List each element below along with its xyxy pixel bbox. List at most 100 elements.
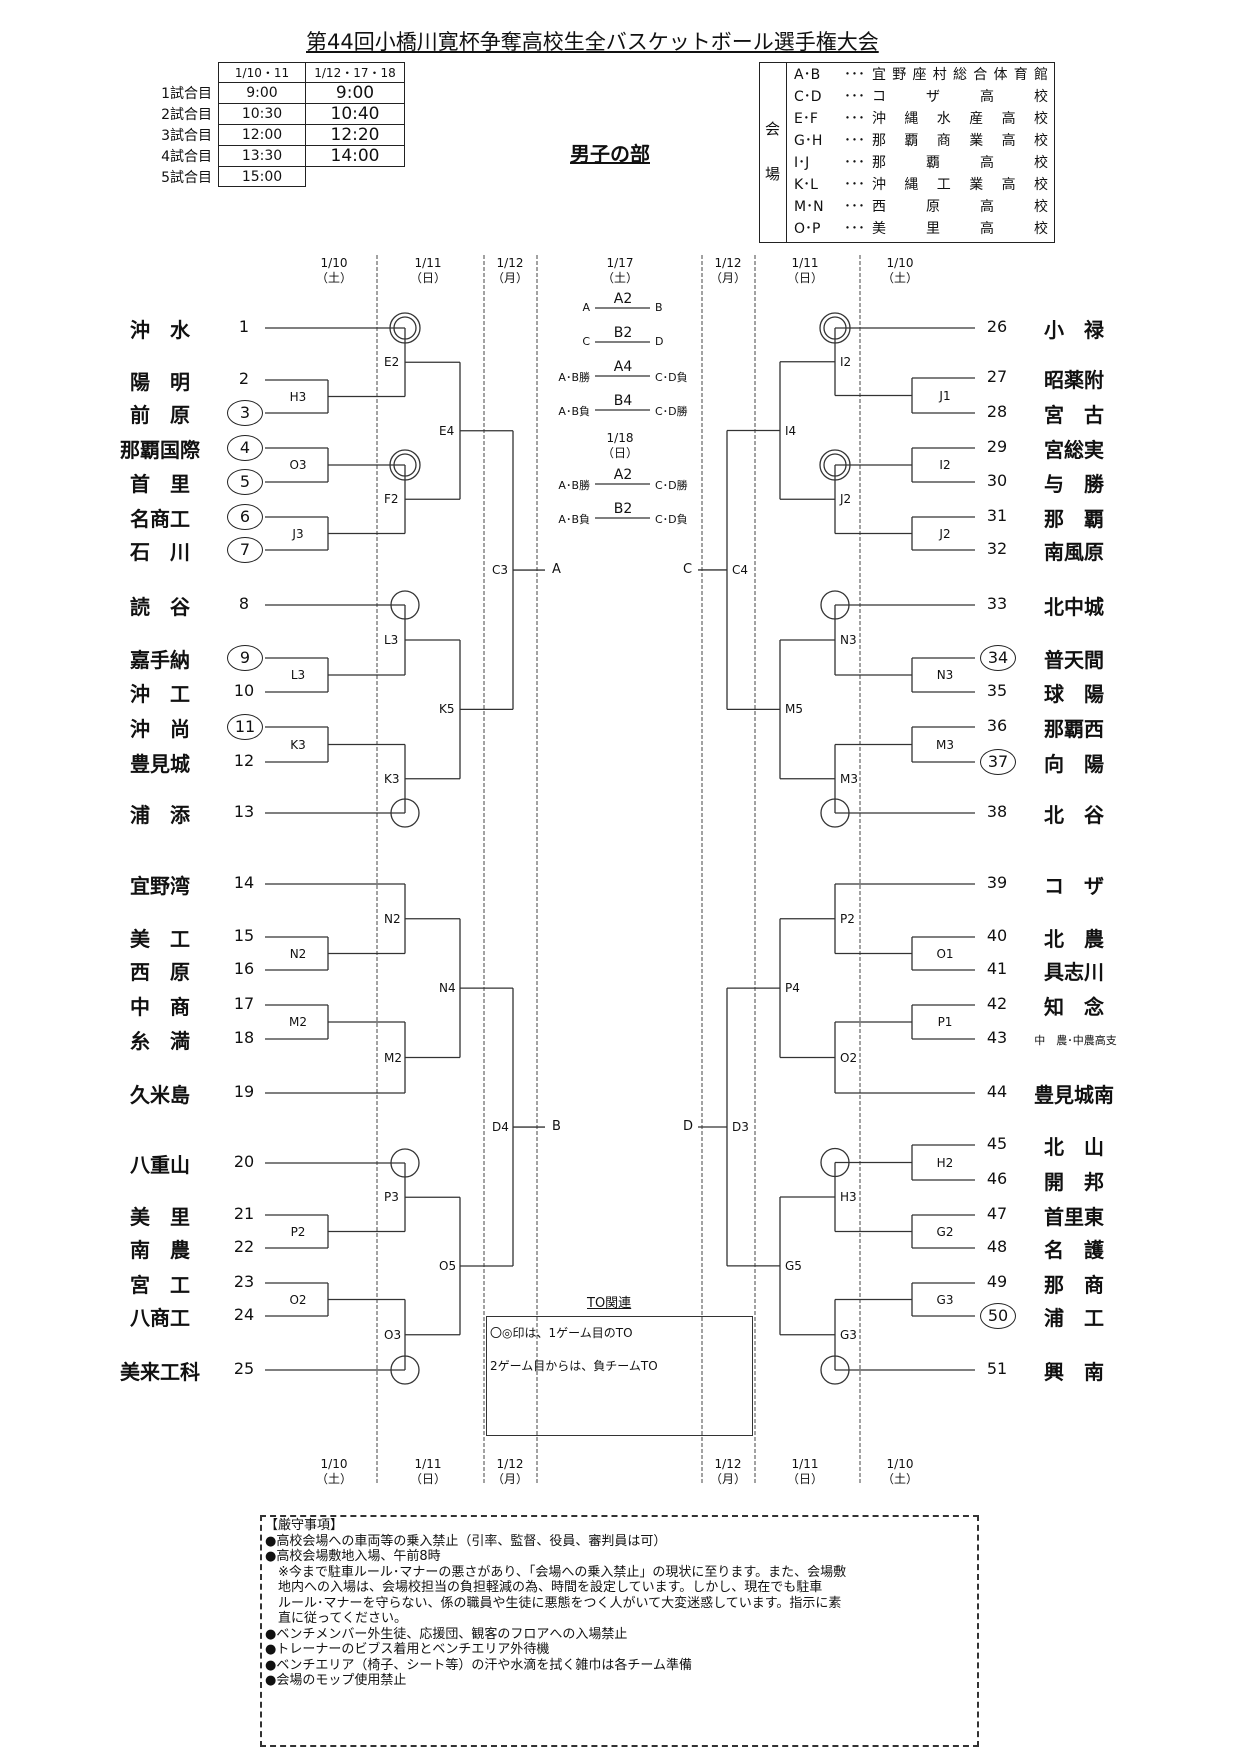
to-section-title: TO関連 xyxy=(587,1296,632,1311)
match-label: I2 xyxy=(939,458,951,472)
team-name-left: 美来工科 xyxy=(120,1360,200,1384)
match-label: H3 xyxy=(839,1190,858,1204)
team-seed-number: 10 xyxy=(233,681,255,700)
team-seed-number: 47 xyxy=(986,1204,1008,1223)
team-seed-number: 16 xyxy=(233,959,255,978)
date-header: 1/10 xyxy=(320,1457,348,1471)
team-seed-number: 31 xyxy=(986,506,1008,525)
team-seed-number: 24 xyxy=(233,1305,255,1324)
match-label: I2 xyxy=(839,354,853,369)
final-left-team: A･B勝 xyxy=(558,479,590,492)
venue-code: I･J xyxy=(794,155,810,171)
team-seed-number: 15 xyxy=(233,926,255,945)
match-label: J1 xyxy=(939,388,951,403)
double-circle-to-mark xyxy=(823,316,847,340)
team-name-left: 那覇国際 xyxy=(120,438,200,462)
match-label: P3 xyxy=(383,1190,400,1205)
final-slot-label: D xyxy=(683,1119,694,1134)
team-name-left: 八重山 xyxy=(130,1153,190,1177)
date-weekday: （月） xyxy=(709,1472,746,1486)
match-label: F2 xyxy=(383,492,400,507)
venue-row: C･D･･･コザ高校 xyxy=(794,86,1049,108)
finals-weekday: （土） xyxy=(601,271,638,285)
venue-code: C･D xyxy=(794,89,822,105)
venue-code: G･H xyxy=(794,133,823,149)
rules-box: 【厳守事項】 ●高校会場への車両等の乗入禁止（引率、監督、役員、審判員は可） ●… xyxy=(260,1515,979,1747)
match-label: G3 xyxy=(839,1327,858,1342)
team-seed-number: 4 xyxy=(227,435,263,461)
date-weekday: （日） xyxy=(786,1472,823,1486)
team-seed-number: 30 xyxy=(986,471,1008,490)
team-seed-number: 39 xyxy=(986,873,1008,892)
match-label: M2 xyxy=(383,1050,403,1065)
team-seed-number: 20 xyxy=(233,1152,255,1171)
team-name-left: 久米島 xyxy=(130,1083,190,1107)
rules-heading: 【厳守事項】 xyxy=(265,1518,344,1533)
circle-to-mark xyxy=(390,1148,420,1178)
team-seed-number: 33 xyxy=(986,594,1008,613)
team-name-right: 首里東 xyxy=(1044,1205,1104,1229)
match-label: O1 xyxy=(936,946,954,961)
team-name-right: 開 邦 xyxy=(1044,1170,1104,1194)
match-label: K3 xyxy=(383,771,401,786)
team-seed-number: 35 xyxy=(986,681,1008,700)
schedule-time: 12:00 xyxy=(218,124,306,146)
team-name-right: 昭薬附 xyxy=(1044,368,1104,392)
match-label: D4 xyxy=(491,1120,510,1135)
final-right-team: D xyxy=(655,335,664,348)
team-name-right: 南風原 xyxy=(1044,540,1104,564)
rule-line: ●トレーナーのビブス着用とベンチエリア外待機 xyxy=(265,1642,550,1657)
team-seed-number: 41 xyxy=(986,959,1008,978)
venue-dots: ･･･ xyxy=(844,111,865,127)
to-note: 〇◎印は、1ゲーム目のTO xyxy=(490,1326,633,1340)
venue-name: 西原高校 xyxy=(872,199,1048,215)
double-circle-to-mark xyxy=(819,449,851,481)
team-seed-number: 5 xyxy=(227,469,263,495)
date-weekday: （土） xyxy=(881,271,918,285)
team-name-right: 知 念 xyxy=(1044,995,1104,1019)
team-seed-number: 40 xyxy=(986,926,1008,945)
rule-line: ●ベンチメンバー外生徒、応援団、観客のフロアへの入場禁止 xyxy=(265,1626,628,1642)
circle-to-mark xyxy=(820,1147,850,1178)
team-name-left: 前 原 xyxy=(130,403,190,427)
double-circle-to-mark xyxy=(819,312,851,344)
date-header: 1/10 xyxy=(886,256,914,270)
team-seed-number: 17 xyxy=(233,994,255,1013)
team-name-right: 小 禄 xyxy=(1044,318,1104,342)
team-name-right: 北 農 xyxy=(1044,927,1104,951)
team-seed-number: 44 xyxy=(986,1082,1008,1101)
match-label: M3 xyxy=(839,771,859,786)
circle-to-mark xyxy=(820,590,850,620)
team-seed-number: 2 xyxy=(238,369,250,388)
team-name-left: 宮 工 xyxy=(130,1273,190,1297)
match-label: N3 xyxy=(936,668,954,682)
final-left-team: A･B負 xyxy=(558,405,590,418)
final-left-team: C xyxy=(582,335,590,348)
team-seed-number: 38 xyxy=(986,802,1008,821)
double-circle-to-mark xyxy=(389,312,421,344)
date-weekday: （土） xyxy=(881,1472,918,1486)
date-header: 1/10 xyxy=(886,1457,914,1471)
venue-code: M･N xyxy=(794,199,824,215)
final-slot-label: C xyxy=(683,561,693,577)
team-name-right: 那覇西 xyxy=(1044,717,1104,741)
team-name-left: 沖 尚 xyxy=(130,717,190,741)
team-name-right: 北 山 xyxy=(1044,1135,1104,1159)
venue-dots: ･･･ xyxy=(844,199,865,215)
team-name-right: 北中城 xyxy=(1044,595,1104,619)
team-name-left: 豊見城 xyxy=(130,752,190,776)
date-weekday: （日） xyxy=(409,271,446,285)
match-label: H2 xyxy=(936,1155,954,1170)
team-name-left: 陽 明 xyxy=(130,370,190,394)
venue-dots: ･･･ xyxy=(844,89,865,105)
team-seed-number: 21 xyxy=(233,1204,255,1223)
match-label: K3 xyxy=(290,737,306,752)
final-right-team: C･D勝 xyxy=(655,405,688,418)
final-game-code: B4 xyxy=(613,393,633,409)
final-game-code: A2 xyxy=(613,467,633,483)
to-note: 2ゲーム目からは、負チームTO xyxy=(490,1359,658,1373)
match-label: G3 xyxy=(936,1292,954,1307)
team-name-right: 中 農･中農高支 xyxy=(1034,1034,1117,1047)
finals-weekday: （日） xyxy=(601,446,638,460)
